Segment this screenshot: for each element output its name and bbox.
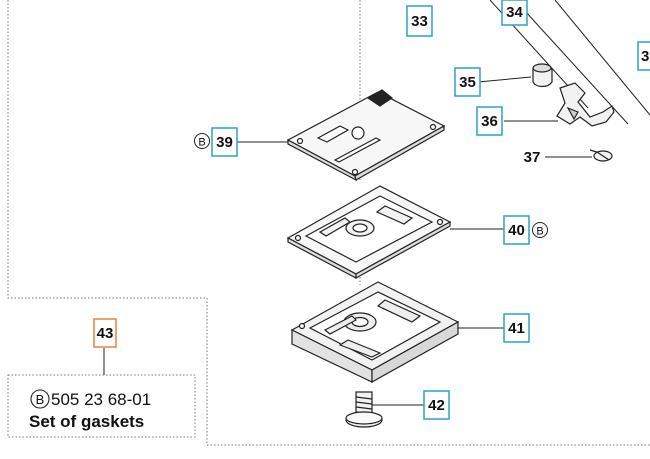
kit-marker-b: B	[536, 226, 543, 238]
screw-42-part	[345, 391, 383, 428]
callout-34: 34	[501, 0, 528, 26]
lever-assembly-part	[532, 63, 615, 127]
screw-37-part	[589, 149, 613, 162]
svg-text:3: 3	[641, 48, 649, 65]
leader-lines	[103, 0, 650, 406]
callout-43: 43	[93, 318, 117, 348]
callout-41: 41	[503, 313, 530, 343]
svg-text:42: 42	[428, 397, 445, 414]
callout-40: 40 B	[503, 215, 548, 245]
callout-42: 42	[423, 390, 450, 420]
svg-text:37: 37	[524, 149, 541, 166]
svg-text:34: 34	[506, 4, 523, 21]
svg-text:39: 39	[216, 134, 233, 151]
callout-33: 33	[406, 5, 433, 37]
callout-37: 37	[524, 149, 541, 166]
svg-text:41: 41	[508, 320, 525, 337]
gasket-part	[286, 185, 452, 280]
kit-part-number: 505 23 68-01	[51, 390, 151, 409]
kit-marker-b: B	[198, 137, 205, 149]
kit-box: B 505 23 68-01 Set of gaskets	[7, 374, 196, 438]
svg-text:36: 36	[481, 113, 498, 130]
svg-text:35: 35	[459, 74, 476, 91]
kit-description: Set of gaskets	[29, 412, 144, 431]
kit-marker-b: B	[36, 392, 45, 407]
svg-text:40: 40	[508, 222, 525, 239]
callout-38: 3	[637, 41, 650, 71]
callout-39: B 39	[194, 127, 238, 157]
svg-text:33: 33	[411, 13, 428, 30]
callout-36: 36	[476, 106, 503, 136]
top-plate-part	[286, 89, 446, 182]
callout-35: 35	[454, 67, 481, 97]
carburetor-body-part	[290, 281, 460, 384]
svg-text:43: 43	[97, 325, 114, 342]
